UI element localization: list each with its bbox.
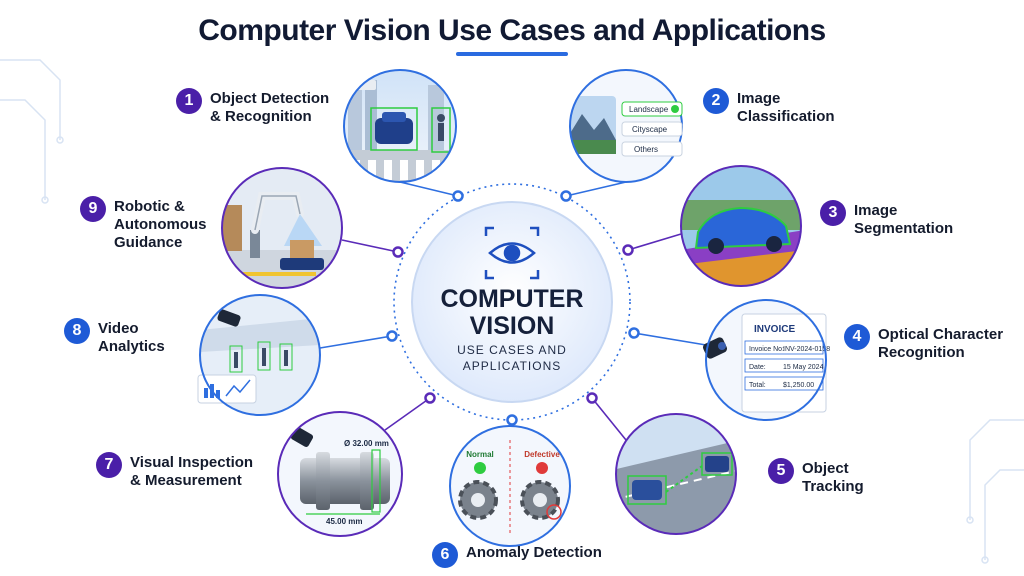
invoice-date-value: 15 May 2024 — [783, 364, 824, 371]
ocr-illustration: INVOICE Invoice No: INV-2024-0158 Date: … — [702, 299, 830, 421]
use-case-1-line-1: Object Detection — [210, 90, 330, 107]
center-title: COMPUTER VISION — [412, 286, 612, 340]
use-case-9-badge: 9 — [80, 196, 106, 222]
use-case-1-line-2: & Recognition — [210, 108, 312, 125]
use-case-7-line-1: Visual Inspection — [130, 454, 254, 471]
use-case-9-line-3: Guidance — [114, 234, 183, 251]
invoice-heading: INVOICE — [754, 324, 795, 335]
use-case-3-line-2: Segmentation — [854, 220, 954, 237]
video-analytics-illustration — [197, 294, 321, 416]
title-underline — [456, 52, 568, 56]
normal-label: Normal — [466, 450, 494, 459]
use-case-9-line-1: Robotic & — [114, 198, 185, 215]
defective-label: Defective — [524, 450, 560, 459]
anomaly-detection-illustration: Normal Defective — [449, 425, 571, 547]
classification-options: Landscape Cityscape Others — [621, 101, 683, 157]
use-case-8-line-2: Analytics — [98, 338, 165, 355]
center-line-3: USE CASES AND — [457, 343, 567, 357]
length-measurement: 45.00 mm — [326, 517, 362, 526]
use-case-5-badge: 5 — [768, 458, 794, 484]
invoice-number-value: INV-2024-0158 — [783, 346, 830, 353]
object-tracking-illustration — [615, 413, 737, 535]
use-case-7-badge: 7 — [96, 452, 122, 478]
diameter-measurement: Ø 32.00 mm — [344, 439, 389, 448]
invoice-date-label: Date: — [749, 364, 766, 371]
use-case-3-badge: 3 — [820, 200, 846, 226]
use-case-4-line-2: Recognition — [878, 344, 965, 361]
gear-icon — [520, 480, 562, 520]
center-subtitle: USE CASES AND APPLICATIONS — [412, 342, 612, 374]
use-case-7-label: 7 Visual Inspection& Measurement — [96, 452, 253, 490]
use-case-2-line-2: Classification — [737, 108, 835, 125]
check-icon — [671, 105, 679, 113]
use-case-8-line-1: Video — [98, 320, 139, 337]
connector-dots — [386, 190, 640, 426]
center-line-2: VISION — [469, 312, 555, 340]
class-option-others: Others — [634, 145, 658, 154]
eye-icon — [484, 226, 540, 280]
use-case-5-line-1: Object — [802, 460, 849, 477]
use-case-6-badge: 6 — [432, 542, 458, 568]
robotic-guidance-illustration — [221, 167, 343, 289]
visual-inspection-illustration: Ø 32.00 mm 45.00 mm — [277, 411, 403, 537]
connectors — [319, 181, 707, 441]
gear-icon — [458, 480, 498, 520]
object-detection-illustration — [343, 69, 457, 183]
use-case-4-badge: 4 — [844, 324, 870, 350]
use-case-9-line-2: Autonomous — [114, 216, 207, 233]
use-case-1-badge: 1 — [176, 88, 202, 114]
use-case-4-line-1: Optical Character — [878, 326, 1004, 343]
check-icon — [474, 462, 486, 474]
use-case-8-badge: 8 — [64, 318, 90, 344]
use-case-2-line-1: Image — [737, 90, 781, 107]
invoice-number-label: Invoice No: — [749, 346, 784, 353]
class-option-cityscape: Cityscape — [632, 125, 668, 134]
center-line-1: COMPUTER — [440, 285, 584, 313]
circuit-decoration — [0, 59, 1024, 564]
use-case-7-line-2: & Measurement — [130, 472, 242, 489]
use-case-1-label: 1 Object Detection& Recognition — [176, 88, 329, 126]
center-hub — [393, 183, 631, 421]
use-case-5-line-2: Tracking — [802, 478, 864, 495]
use-case-2-badge: 2 — [703, 88, 729, 114]
cross-icon — [536, 462, 548, 474]
class-option-landscape: Landscape — [629, 105, 669, 114]
use-case-3-line-1: Image — [854, 202, 898, 219]
center-line-4: APPLICATIONS — [462, 359, 562, 373]
image-segmentation-illustration — [680, 165, 802, 287]
use-case-6-label: 6 Anomaly Detection — [432, 542, 602, 568]
page-title: Computer Vision Use Cases and Applicatio… — [198, 14, 826, 47]
invoice-total-label: Total: — [749, 382, 766, 389]
invoice-total-value: $1,250.00 — [783, 382, 814, 389]
use-case-6-line-1: Anomaly Detection — [466, 544, 602, 561]
